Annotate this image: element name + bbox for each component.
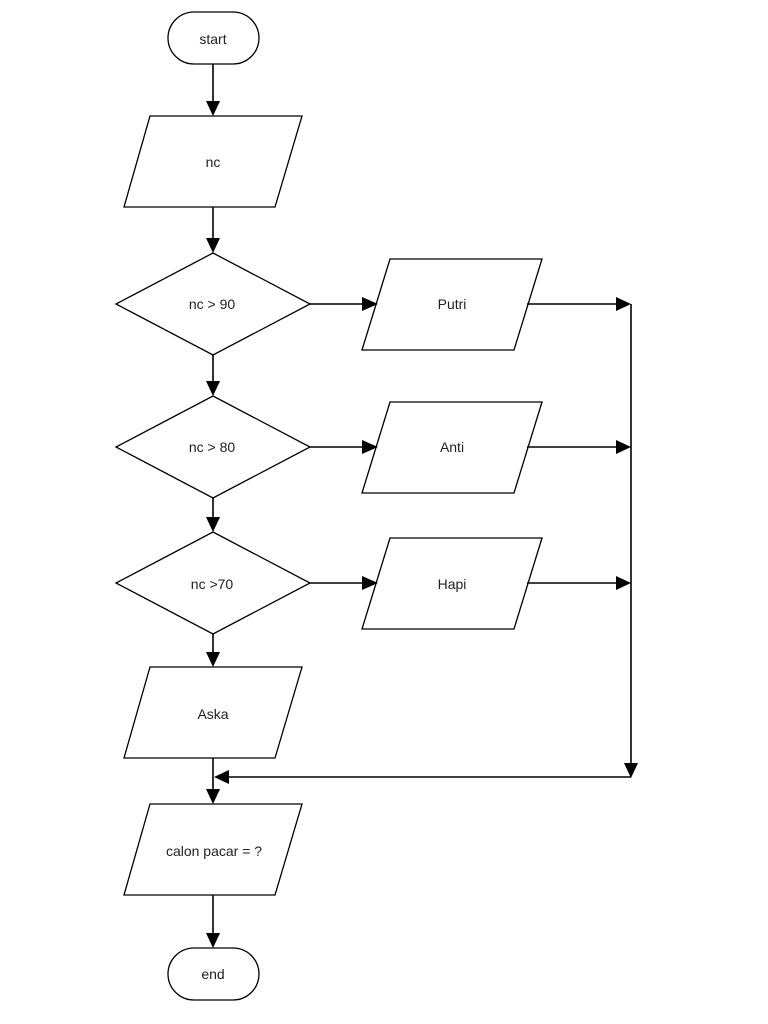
output-anti-box (361, 401, 543, 494)
arrowhead-down (206, 517, 220, 532)
arrowhead-down (206, 933, 220, 948)
output-putri-box (361, 258, 543, 351)
output-aska-label: Aska (197, 706, 229, 722)
end-terminal (167, 947, 260, 1001)
input-nc-box (123, 115, 303, 208)
output-hapi-box (361, 537, 543, 630)
arrowhead-right (362, 440, 378, 454)
arrowhead-right (616, 576, 631, 590)
output-anti-label: Anti (439, 439, 465, 455)
output-putri-label: Putri (437, 296, 467, 312)
decision-1-label: nc > 90 (188, 296, 236, 312)
decision-2-label: nc > 80 (188, 439, 236, 455)
result-calon-pacar-box (123, 803, 303, 896)
output-hapi-label: Hapi (437, 576, 467, 592)
result-label: calon pacar = ? (165, 843, 263, 859)
arrowhead-down (206, 101, 220, 116)
arrowhead-down (624, 763, 638, 778)
input-nc-label: nc (205, 154, 221, 170)
arrowhead-down (206, 381, 220, 396)
arrowhead-down (206, 652, 220, 667)
arrowhead-down (206, 789, 220, 804)
start-label: start (199, 31, 227, 47)
arrowhead-left (214, 770, 229, 784)
decision-3-label: nc >70 (190, 576, 234, 592)
end-label: end (201, 966, 225, 982)
arrowhead-right (616, 440, 631, 454)
output-aska-box (123, 666, 303, 759)
arrowhead-right (616, 297, 631, 311)
arrowhead-right (362, 297, 378, 311)
arrowhead-right (362, 576, 378, 590)
arrowhead-down (206, 238, 220, 253)
